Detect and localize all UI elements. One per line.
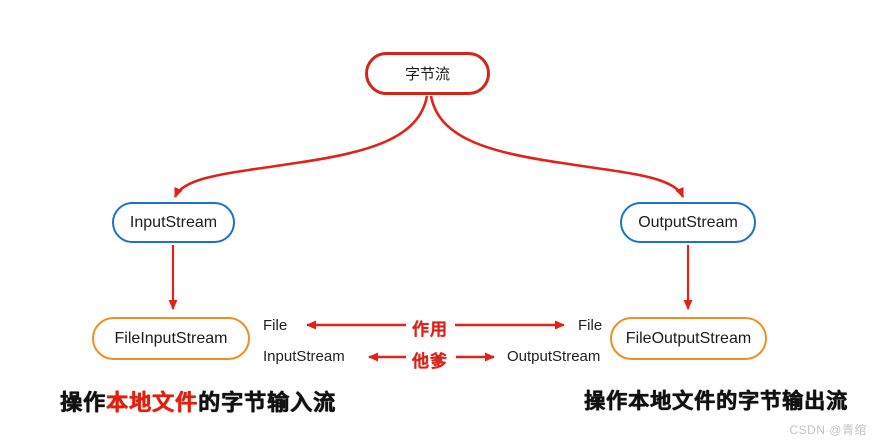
relation2-left-term: InputStream	[263, 348, 345, 365]
relation1-left-term: File	[263, 317, 288, 334]
node-outputstream-label: OutputStream	[638, 213, 738, 231]
relation2-right-term: OutputStream	[507, 348, 601, 365]
relation1-right-term: File	[578, 317, 603, 334]
node-inputstream-label: InputStream	[129, 213, 218, 231]
branch-arrow-left	[173, 95, 429, 198]
node-fileoutputstream: FileOutputStream	[610, 317, 767, 360]
caption-left-highlight: 本地文件	[106, 390, 199, 415]
caption-left-suffix: 的字节输入流	[198, 390, 337, 415]
node-fileinputstream-label: FileInputStream	[114, 329, 228, 347]
relation2-keyword: 他爹	[412, 352, 448, 371]
relation1-keyword: 作用	[412, 320, 448, 339]
node-byte-stream-label: 字节流	[404, 66, 450, 83]
caption-left-prefix: 操作	[60, 390, 107, 415]
node-outputstream: OutputStream	[620, 202, 756, 243]
node-inputstream: InputStream	[112, 202, 235, 243]
node-fileoutputstream-label: FileOutputStream	[625, 329, 752, 347]
node-fileinputstream: FileInputStream	[92, 317, 250, 360]
caption-output-stream: 操作本地文件的字节输出流	[584, 385, 848, 415]
branch-arrow-right	[429, 95, 685, 198]
caption-right-text: 操作本地文件的字节输出流	[584, 390, 848, 413]
caption-input-stream: 操作本地文件的字节输入流	[60, 385, 336, 417]
csdn-watermark: CSDN @青绾	[789, 423, 867, 437]
node-byte-stream: 字节流	[365, 52, 490, 95]
